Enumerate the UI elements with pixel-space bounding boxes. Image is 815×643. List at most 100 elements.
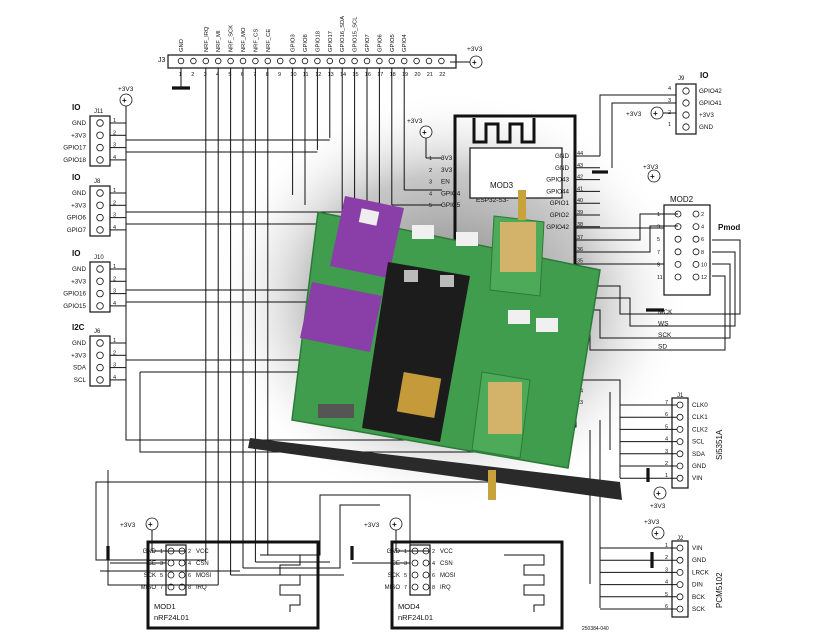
mod2-signal-label: SD xyxy=(658,344,667,351)
mod3-left-label: GPIO4 xyxy=(441,190,461,197)
mod4-left-label: MISO xyxy=(385,585,401,591)
j3-signal-label: GPIO17 xyxy=(328,31,334,52)
j1-pin-label: CLK1 xyxy=(692,414,708,421)
j10-pin-number: 1 xyxy=(113,264,116,270)
j1-pin xyxy=(676,462,684,470)
j3-pin-number: 8 xyxy=(266,72,269,78)
j3-pin-number: 22 xyxy=(439,72,445,78)
mod1-left-pin: 7 xyxy=(160,585,163,591)
j2-pin-number: 2 xyxy=(665,555,668,561)
j3-signal-label: NRF_MI xyxy=(216,30,222,52)
mod3-right-label: GND xyxy=(555,165,569,172)
j9-pin xyxy=(682,87,690,95)
j10-pin-number: 3 xyxy=(113,289,116,295)
j3-pin xyxy=(425,57,433,65)
j3-signal-label: GPIO16_SDA xyxy=(340,16,346,52)
mod4-left-pin: 1 xyxy=(404,549,407,555)
j11-ref: J11 xyxy=(94,109,104,115)
mod3-left-pin: 5 xyxy=(429,203,432,209)
j9-pin-label: GND xyxy=(699,124,713,131)
j3-pin-number: 10 xyxy=(290,72,296,78)
j2-chip-label: PCM5102 xyxy=(715,572,724,608)
j3-signal-label: GPIO7 xyxy=(365,34,371,52)
j9-ref: J9 xyxy=(678,76,685,82)
esp32-devkit-board xyxy=(362,262,470,442)
j10-pin-number: 4 xyxy=(113,301,116,307)
j10-title: IO xyxy=(72,249,80,258)
mod1-part: nRF24L01 xyxy=(154,613,189,622)
j3-pin xyxy=(239,57,247,65)
j1-pin-number: 4 xyxy=(665,437,668,443)
mod3-right-pin: 44 xyxy=(577,151,583,157)
j3-signal-label: GND xyxy=(179,39,185,52)
mod2-title: Pmod xyxy=(718,223,740,232)
j3-pin xyxy=(227,57,234,65)
pcb-bracket xyxy=(248,438,622,500)
j1-pin-number: 7 xyxy=(665,400,668,406)
j8-pin xyxy=(96,189,104,197)
j2-pin-label: VIN xyxy=(692,545,703,552)
j9-pin xyxy=(682,123,690,131)
j2-pin xyxy=(676,569,684,576)
mod1-left-pin: 3 xyxy=(160,561,163,567)
j3-pin xyxy=(301,57,309,65)
j3-pin xyxy=(190,57,197,65)
j3-pin-number: 21 xyxy=(427,72,433,78)
mod1-left-pin: 5 xyxy=(160,573,163,579)
j10-pin xyxy=(96,289,104,298)
j3-pin xyxy=(363,57,371,65)
wiring xyxy=(95,68,741,608)
j8-pin-label: GPIO6 xyxy=(67,215,87,222)
j11-body xyxy=(89,115,111,167)
svg-text:+: + xyxy=(654,529,659,538)
mod3-right-label: GND xyxy=(555,153,569,160)
j3-pin-number: 9 xyxy=(278,72,281,78)
j3-pin xyxy=(438,57,445,65)
j3-pin-number: 2 xyxy=(191,72,194,78)
j3-pin xyxy=(339,57,346,65)
j6-pin-label: SCL xyxy=(74,377,87,384)
mod2-pin xyxy=(692,260,700,268)
mod3-left-pin: 2 xyxy=(429,168,432,174)
mod4-right-label: CSN xyxy=(440,561,453,567)
j3-pin-number: 18 xyxy=(390,72,396,78)
mod4-left-label: CE xyxy=(392,561,400,567)
mod3-part: ESP32-S3- xyxy=(476,197,509,204)
j3-pin xyxy=(202,57,209,65)
mod3-right-pin: 43 xyxy=(577,163,583,169)
j3-pin-number: 4 xyxy=(216,72,219,78)
j1-supply-label: +3V3 xyxy=(650,503,666,510)
mod2-pin xyxy=(674,248,682,256)
mod1-pin xyxy=(167,559,175,567)
j8-pin xyxy=(96,201,104,209)
j2-pin-label: SCK xyxy=(692,606,706,613)
j2-pin xyxy=(676,556,684,564)
j3-pin xyxy=(413,57,420,65)
j3-pin xyxy=(177,57,185,65)
mod3-left-pin: 3 xyxy=(429,180,432,186)
j1-pin xyxy=(676,425,684,433)
svg-text:+: + xyxy=(656,489,661,498)
mod3-right-label: GPIO43 xyxy=(546,177,569,184)
mod3-right-pin: 37 xyxy=(577,235,583,241)
j6-pin-number: 2 xyxy=(113,350,116,356)
j8-pin-label: +3V3 xyxy=(71,202,86,209)
mod2-supply-label: +3V3 xyxy=(643,164,659,171)
j10-pin-label: GND xyxy=(72,266,86,273)
j3-signal-label: NRF_CS xyxy=(253,29,259,52)
mod2-pin-number: 12 xyxy=(701,275,707,281)
svg-text:+: + xyxy=(653,109,658,118)
j3-pin xyxy=(277,57,284,65)
j2-pin-number: 3 xyxy=(665,567,668,573)
j9-pin-label: +3V3 xyxy=(699,112,714,119)
mod1-left-pin: 1 xyxy=(160,549,163,555)
mod2-name: MOD2 xyxy=(670,195,694,204)
j3-ref: J3 xyxy=(158,57,166,64)
mod1-pin xyxy=(167,571,175,579)
figure-code: 250384-040 xyxy=(582,626,609,632)
j9-pin xyxy=(682,99,690,107)
j2-pin-label: BCK xyxy=(692,594,706,601)
j3-signal-label: GPIO3 xyxy=(291,34,297,52)
